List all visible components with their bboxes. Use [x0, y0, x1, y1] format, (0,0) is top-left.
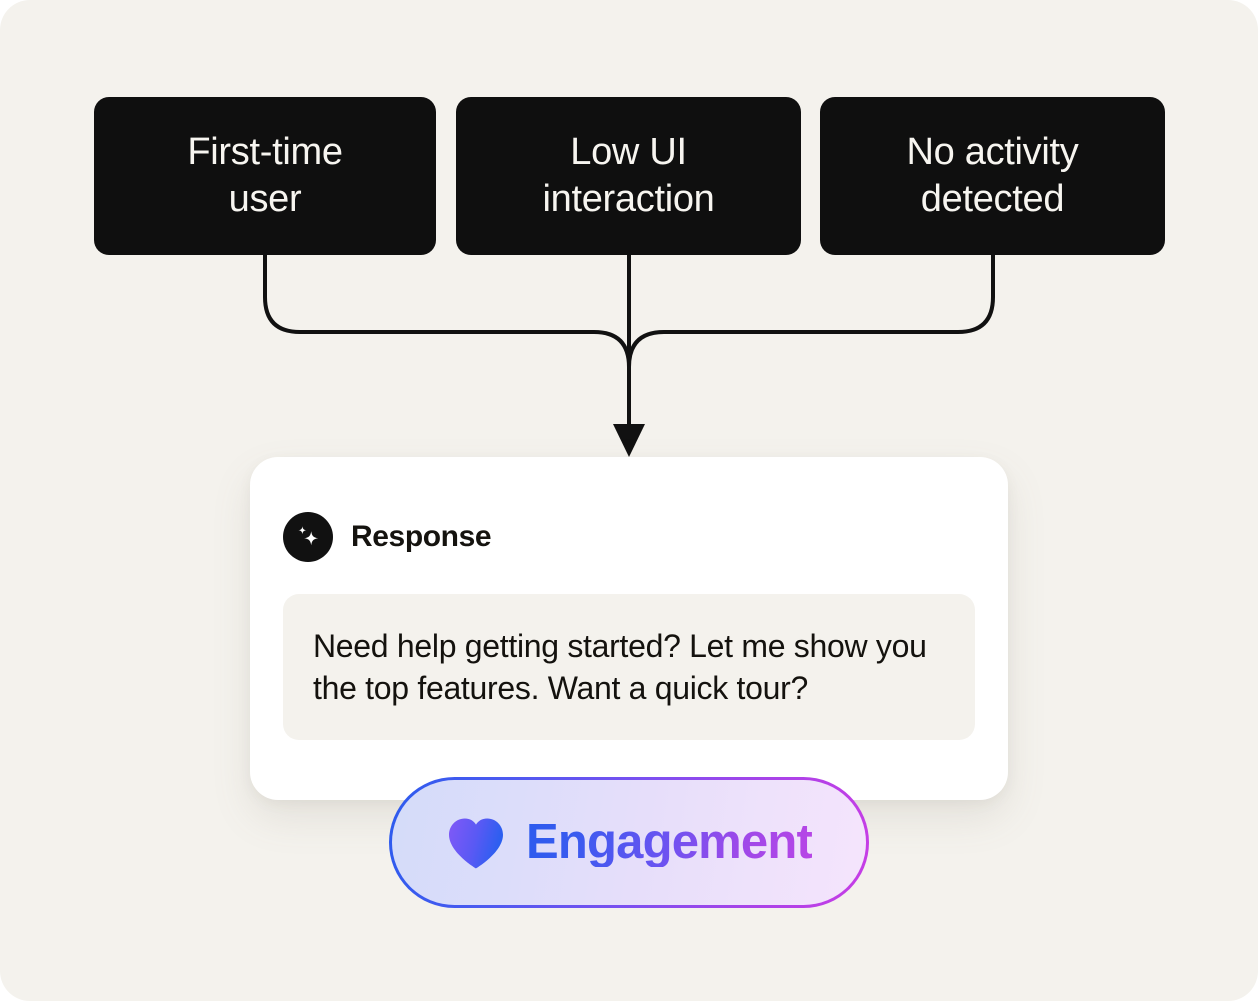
condition-label: First-time user [187, 130, 343, 221]
heart-icon [448, 818, 503, 868]
connector-right [627, 253, 995, 369]
connector-left [263, 253, 631, 369]
engagement-badge[interactable]: Engagement [389, 777, 869, 908]
response-message-bubble: Need help getting started? Let me show y… [283, 594, 975, 740]
condition-label: No activity detected [906, 130, 1079, 221]
response-message-text: Need help getting started? Let me show y… [313, 627, 927, 706]
response-card-header: Response [283, 512, 492, 562]
condition-box-first-time-user[interactable]: First-time user [94, 97, 436, 255]
condition-box-no-activity-detected[interactable]: No activity detected [820, 97, 1165, 255]
connector-arrowhead-icon [613, 424, 645, 457]
sparkle-icon [283, 512, 333, 562]
response-card: Response Need help getting started? Let … [250, 457, 1008, 800]
condition-label: Low UI interaction [542, 130, 715, 221]
engagement-label: Engagement [525, 815, 813, 869]
condition-box-low-ui-interaction[interactable]: Low UI interaction [456, 97, 801, 255]
engagement-badge-inner: Engagement [392, 780, 866, 905]
response-title: Response [351, 520, 492, 553]
